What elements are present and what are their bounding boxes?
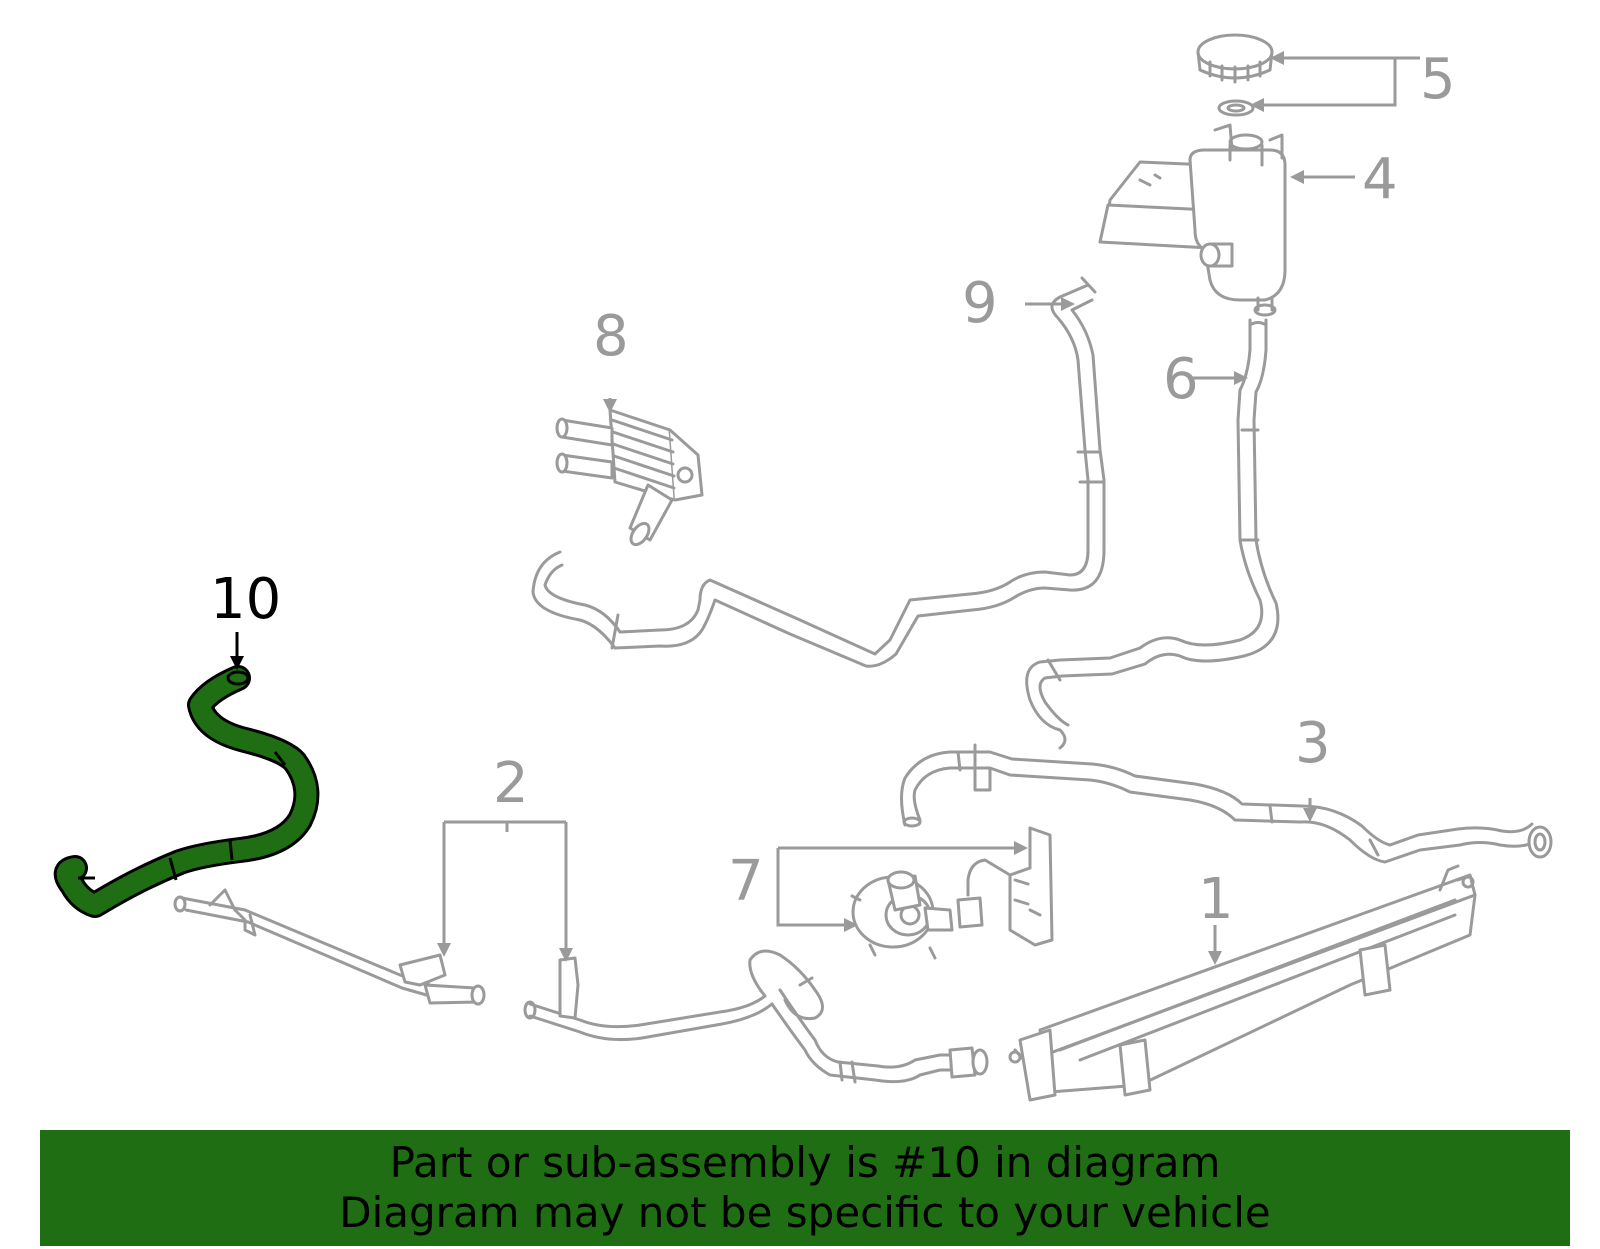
part-10-hose-highlighted[interactable]	[53, 665, 320, 918]
part-6-reservoir-hose[interactable]	[1025, 318, 1280, 750]
arrowhead-10	[230, 656, 244, 670]
callout-10: 10	[210, 567, 281, 632]
part-8-cooler[interactable]	[555, 408, 704, 548]
callout-4: 4	[1362, 147, 1398, 212]
part-2-pipe-assembly[interactable]	[173, 888, 989, 1084]
part-7-pump[interactable]	[850, 826, 1054, 960]
callout-6: 6	[1163, 347, 1199, 412]
part-3-hose[interactable]	[900, 743, 1553, 864]
callout-2: 2	[493, 751, 529, 816]
callout-9: 9	[962, 271, 998, 336]
callout-7: 7	[728, 849, 764, 914]
arrowheads	[437, 51, 1317, 965]
callout-1: 1	[1198, 867, 1234, 932]
leader-lines	[235, 56, 1420, 960]
callout-5: 5	[1420, 47, 1456, 112]
part-9-hose[interactable]	[531, 276, 1106, 668]
parts-diagram: 5 4 9 8 6 3 2 7 1 10	[53, 33, 1553, 1102]
banner-line-1: Part or sub-assembly is #10 in diagram	[389, 1138, 1221, 1187]
callout-3: 3	[1295, 711, 1331, 776]
part-1-radiator[interactable]	[1008, 864, 1477, 1102]
banner-line-2: Diagram may not be specific to your vehi…	[339, 1188, 1271, 1237]
part-5-reservoir-cap[interactable]	[1196, 33, 1274, 117]
part-4-coolant-reservoir[interactable]	[1098, 123, 1287, 317]
callout-8: 8	[593, 304, 629, 369]
info-banner: Part or sub-assembly is #10 in diagram D…	[40, 1130, 1570, 1246]
